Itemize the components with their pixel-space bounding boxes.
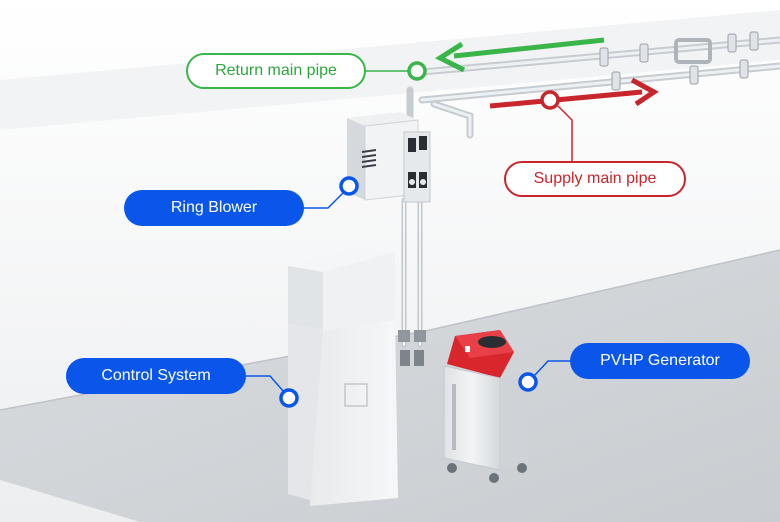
ring-blower-label: Ring Blower (124, 190, 304, 226)
ring-blower-unit (347, 112, 431, 203)
pvhp-generator-label: PVHP Generator (570, 343, 750, 379)
ring-marker-icon (279, 61, 560, 408)
control-system-label: Control System (66, 358, 246, 394)
pvhp-generator-unit (443, 330, 528, 483)
return-main-pipe-label: Return main pipe (186, 53, 366, 89)
supply-main-pipe-label: Supply main pipe (504, 161, 686, 197)
control-system-cabinet (288, 246, 398, 506)
arrow-left-icon (434, 37, 605, 73)
arrow-right-icon (489, 77, 659, 109)
leader-lines (246, 70, 573, 393)
pipe-fittings (599, 31, 759, 91)
drop-pipes (398, 197, 426, 366)
